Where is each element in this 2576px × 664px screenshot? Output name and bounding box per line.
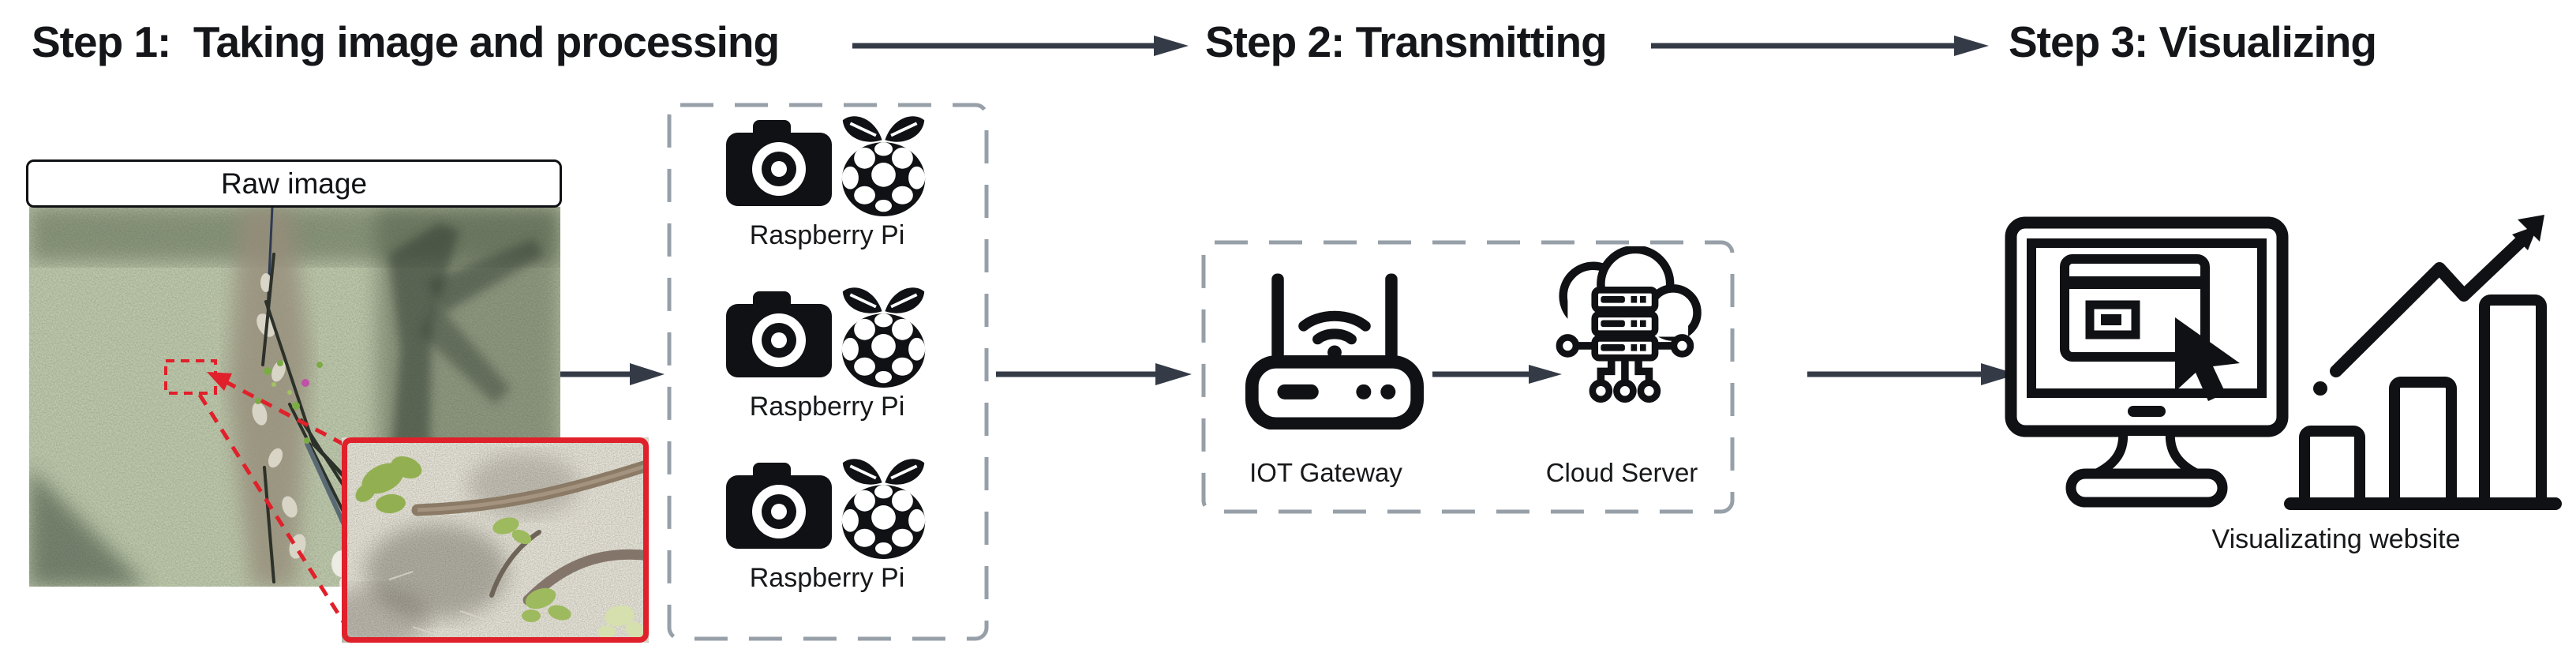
camera-icon	[725, 120, 832, 206]
raspberry-pi-label: Raspberry Pi	[749, 563, 905, 593]
cloud-server-icon	[1556, 246, 1702, 403]
monitor-icon	[2005, 216, 2289, 508]
raspberry-pi-unit: Raspberry Pi	[668, 281, 987, 422]
flow-arrow-title-1-2	[852, 36, 1189, 56]
gateway-label: IOT Gateway	[1249, 458, 1402, 487]
flow-arrow-photo-to-pi	[560, 363, 665, 385]
raspberry-pi-icon	[841, 459, 925, 560]
raspberry-pi-group-box	[667, 103, 989, 641]
raspberry-pi-label: Raspberry Pi	[749, 220, 905, 250]
flow-arrow-gateway-to-cloud	[1432, 365, 1562, 384]
flow-arrow-cloud-to-website	[1807, 363, 2017, 385]
growth-chart-icon	[2284, 215, 2562, 510]
transmitting-group-box	[1201, 240, 1735, 514]
raspberry-pi-unit: Raspberry Pi	[668, 452, 987, 593]
step1-title: Step 1: Taking image and processing	[32, 17, 780, 66]
raspberry-pi-unit: Raspberry Pi	[668, 110, 987, 250]
camera-icon	[725, 291, 832, 377]
camera-icon	[725, 463, 832, 549]
step2-title: Step 2: Transmitting	[1205, 17, 1608, 66]
raw-image-card: Raw image	[26, 159, 562, 208]
website-label: Visualizating website	[2211, 524, 2461, 554]
raspberry-pi-icon	[841, 116, 925, 217]
raw-image-label: Raw image	[220, 167, 368, 200]
zoom-inset-photo	[342, 437, 649, 643]
wifi-router-icon	[1245, 273, 1424, 430]
cursor-icon	[2175, 317, 2240, 401]
flow-arrow-title-2-3	[1651, 36, 1989, 56]
browser-window-icon	[2060, 254, 2210, 362]
cloud-server-label: Cloud Server	[1545, 458, 1698, 487]
raspberry-pi-label: Raspberry Pi	[749, 392, 905, 422]
leaf-cluster	[355, 456, 422, 514]
step3-title: Step 3: Visualizing	[2009, 17, 2377, 66]
flow-arrow-pi-to-gateway	[996, 363, 1192, 385]
raspberry-pi-icon	[841, 287, 925, 388]
